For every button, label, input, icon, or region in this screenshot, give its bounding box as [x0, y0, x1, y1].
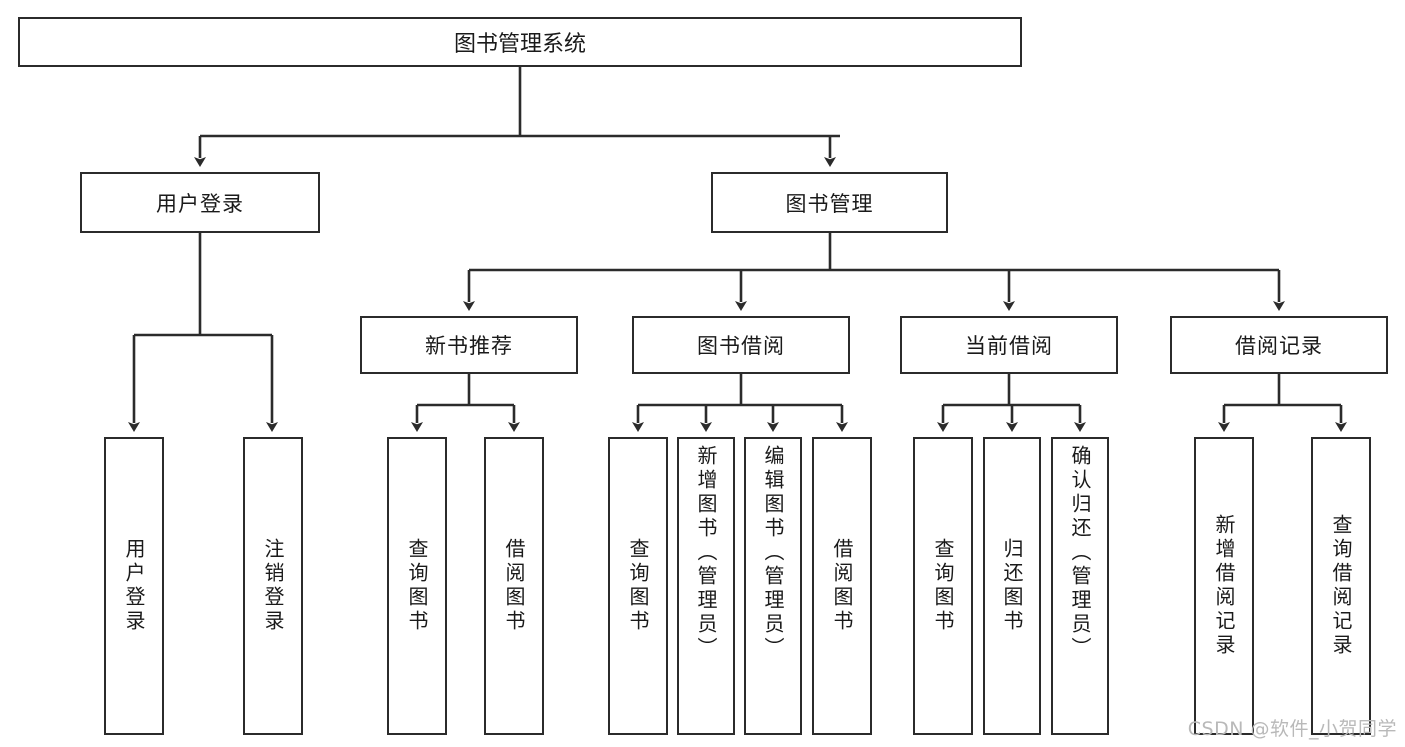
node-book-borrow[interactable]: 图书借阅 — [632, 316, 850, 374]
leaf-inner: 借阅图书 — [486, 439, 542, 733]
leaf-confirm-return-admin[interactable]: 确认归还（管理员） — [1051, 437, 1109, 735]
node-root[interactable]: 图书管理系统 — [18, 17, 1022, 67]
leaf-inner: 借阅图书 — [814, 439, 870, 733]
leaf-user-login[interactable]: 用户登录 — [104, 437, 164, 735]
leaf-confirm-return-admin-label: 确认归还（管理员） — [1068, 445, 1092, 661]
node-root-label: 图书管理系统 — [453, 32, 586, 57]
leaf-edit-book-admin-label: 编辑图书（管理员） — [761, 445, 785, 661]
leaf-borrow-book-2-label: 借阅图书 — [830, 538, 854, 634]
node-new-book-recommend-label: 新书推荐 — [425, 334, 513, 358]
node-book-manage[interactable]: 图书管理 — [711, 172, 948, 233]
leaf-query-book-1-label: 查询图书 — [405, 538, 429, 634]
leaf-return-book-label: 归还图书 — [1000, 538, 1024, 634]
leaf-query-borrow-record[interactable]: 查询借阅记录 — [1311, 437, 1371, 735]
node-book-borrow-label: 图书借阅 — [697, 334, 785, 358]
node-new-book-recommend[interactable]: 新书推荐 — [360, 316, 578, 374]
node-borrow-record[interactable]: 借阅记录 — [1170, 316, 1388, 374]
leaf-inner: 新增图书（管理员） — [679, 439, 733, 733]
leaf-add-book-admin-label: 新增图书（管理员） — [694, 445, 718, 661]
leaf-borrow-book-1[interactable]: 借阅图书 — [484, 437, 544, 735]
leaf-inner: 新增借阅记录 — [1196, 439, 1252, 733]
leaf-return-book[interactable]: 归还图书 — [983, 437, 1041, 735]
leaf-add-borrow-record[interactable]: 新增借阅记录 — [1194, 437, 1254, 735]
leaf-query-book-2[interactable]: 查询图书 — [608, 437, 668, 735]
leaf-inner: 查询图书 — [610, 439, 666, 733]
leaf-query-book-1[interactable]: 查询图书 — [387, 437, 447, 735]
node-borrow-record-label: 借阅记录 — [1235, 334, 1323, 358]
leaf-edit-book-admin[interactable]: 编辑图书（管理员） — [744, 437, 802, 735]
leaf-logout[interactable]: 注销登录 — [243, 437, 303, 735]
leaf-add-borrow-record-label: 新增借阅记录 — [1212, 514, 1236, 658]
leaf-inner: 注销登录 — [245, 439, 301, 733]
node-user-login-label: 用户登录 — [156, 191, 244, 216]
leaf-inner: 查询图书 — [915, 439, 971, 733]
leaf-query-book-3-label: 查询图书 — [931, 538, 955, 634]
watermark: CSDN @软件_小贺同学 — [1187, 718, 1397, 740]
leaf-borrow-book-2[interactable]: 借阅图书 — [812, 437, 872, 735]
leaf-query-book-3[interactable]: 查询图书 — [913, 437, 973, 735]
leaf-inner: 查询借阅记录 — [1313, 439, 1369, 733]
node-current-borrow-label: 当前借阅 — [965, 334, 1053, 358]
node-current-borrow[interactable]: 当前借阅 — [900, 316, 1118, 374]
node-book-manage-label: 图书管理 — [785, 191, 874, 216]
leaf-query-book-2-label: 查询图书 — [626, 538, 650, 634]
leaf-inner: 确认归还（管理员） — [1053, 439, 1107, 733]
leaf-logout-label: 注销登录 — [261, 538, 285, 634]
leaf-borrow-book-1-label: 借阅图书 — [502, 538, 526, 634]
leaf-user-login-label: 用户登录 — [122, 538, 146, 634]
leaf-inner: 归还图书 — [985, 439, 1039, 733]
leaf-inner: 查询图书 — [389, 439, 445, 733]
leaf-inner: 用户登录 — [106, 439, 162, 733]
node-user-login[interactable]: 用户登录 — [80, 172, 320, 233]
leaf-query-borrow-record-label: 查询借阅记录 — [1329, 514, 1353, 658]
leaf-inner: 编辑图书（管理员） — [746, 439, 800, 733]
leaf-add-book-admin[interactable]: 新增图书（管理员） — [677, 437, 735, 735]
